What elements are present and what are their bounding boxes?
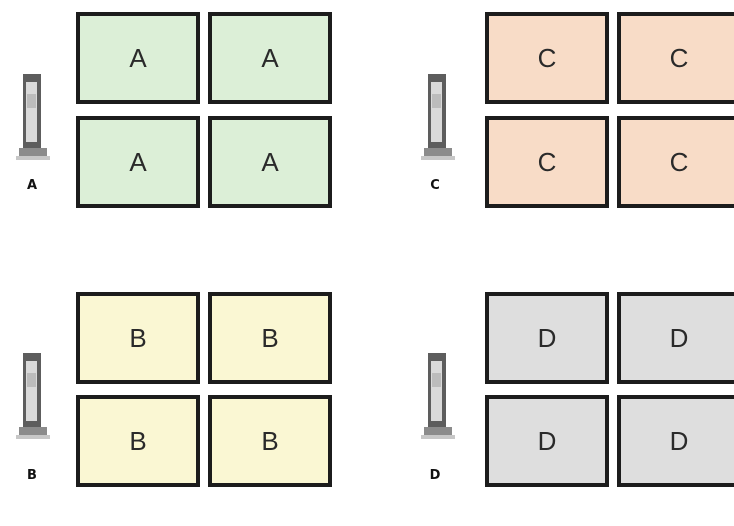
screen-b-2: B — [208, 292, 332, 384]
screen-d-4: D — [617, 395, 734, 487]
screen-c-3: C — [485, 116, 609, 208]
computer-label-b: B — [27, 468, 37, 483]
group-c: C C C C C — [367, 0, 734, 246]
screen-b-1: B — [76, 292, 200, 384]
group-b: B B B B B — [0, 280, 367, 526]
screen-a-2: A — [208, 12, 332, 104]
screen-b-3: B — [76, 395, 200, 487]
thin-client-pc-icon — [16, 74, 50, 160]
screen-a-3: A — [76, 116, 200, 208]
thin-client-pc-icon — [421, 74, 455, 160]
screen-d-1: D — [485, 292, 609, 384]
computer-label-c: C — [430, 178, 440, 193]
screen-d-2: D — [617, 292, 734, 384]
thin-client-pc-icon — [16, 353, 50, 439]
group-d: D D D D D — [367, 280, 734, 526]
screen-c-4: C — [617, 116, 734, 208]
screen-d-3: D — [485, 395, 609, 487]
computer-label-a: A — [26, 178, 38, 193]
screen-c-2: C — [617, 12, 734, 104]
screen-c-1: C — [485, 12, 609, 104]
screen-a-4: A — [208, 116, 332, 208]
screen-b-4: B — [208, 395, 332, 487]
screen-a-1: A — [76, 12, 200, 104]
computer-label-d: D — [429, 468, 441, 483]
thin-client-pc-icon — [421, 353, 455, 439]
group-a: A A A A A — [0, 0, 367, 246]
